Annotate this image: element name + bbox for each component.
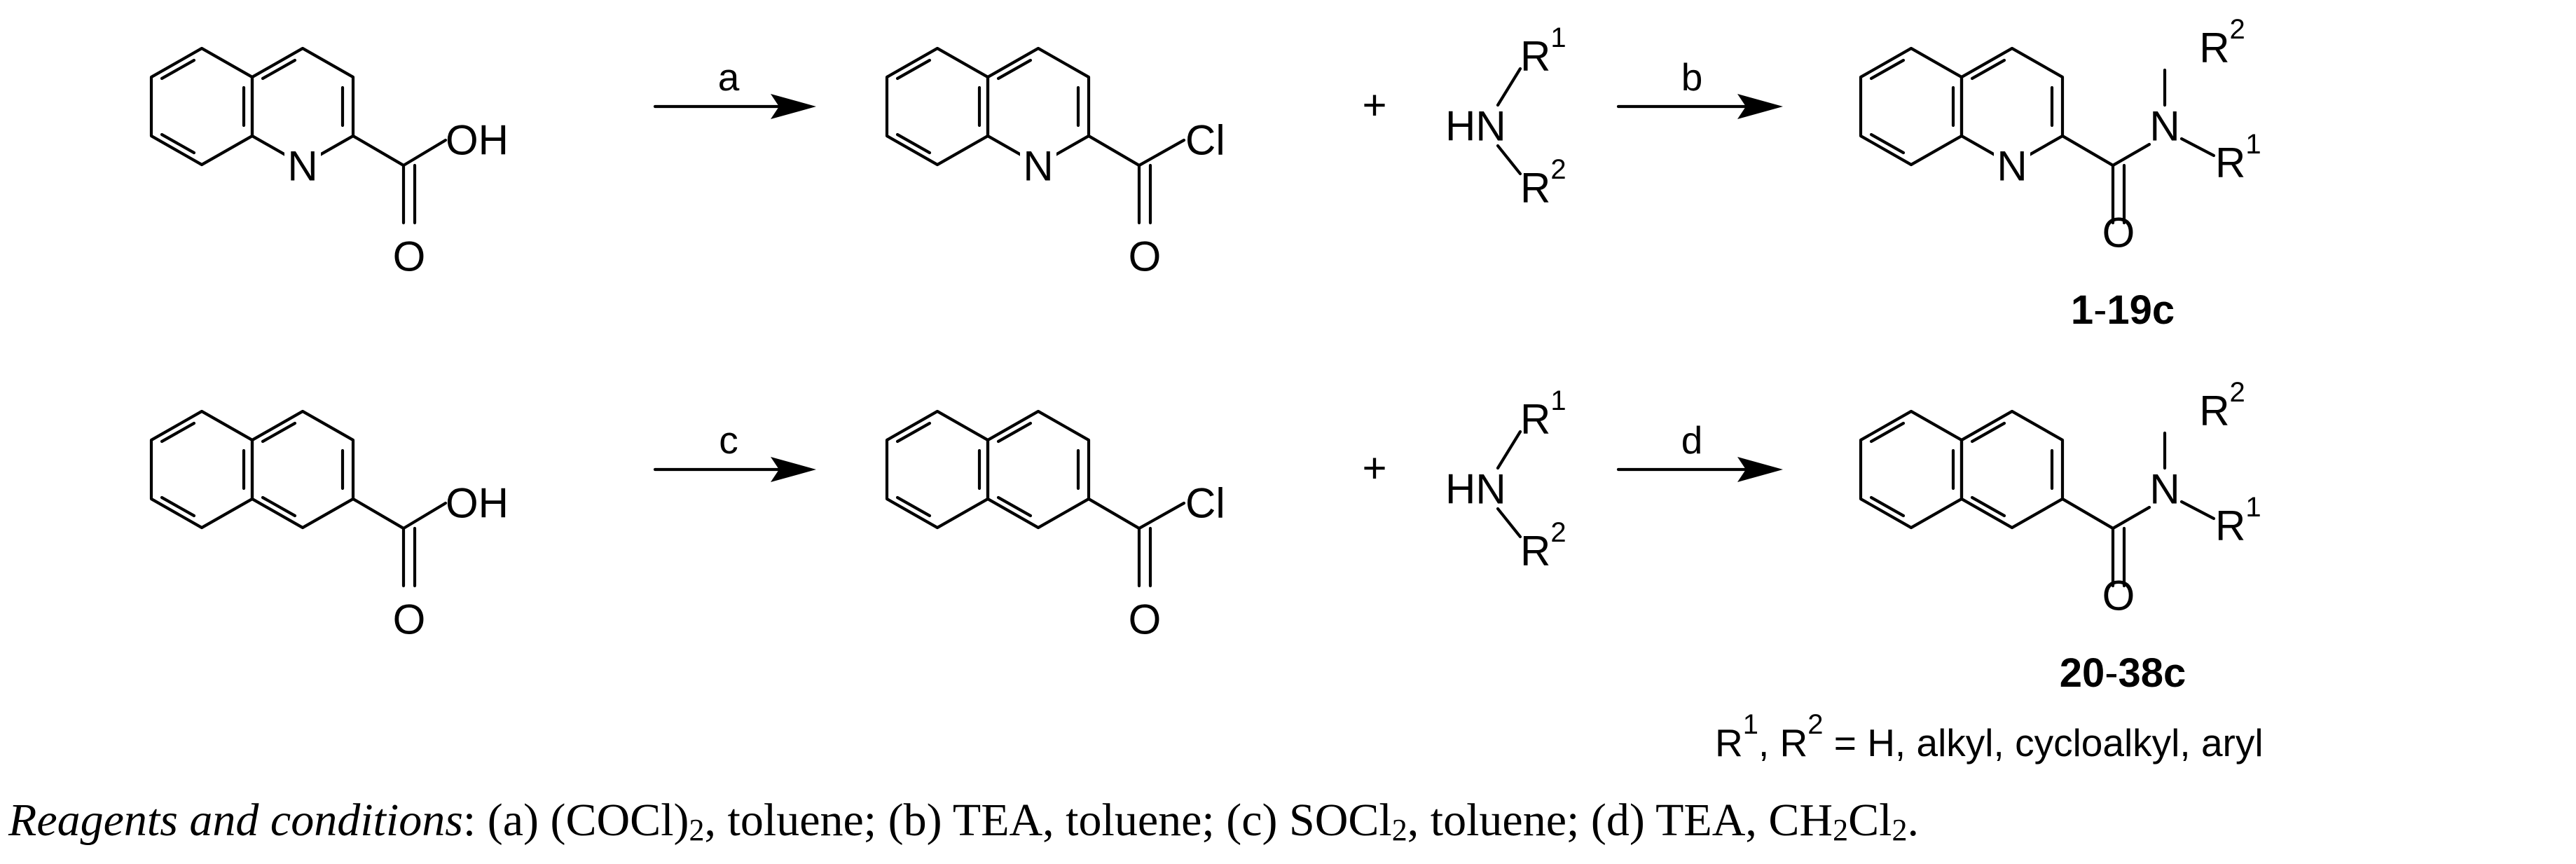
amine-hn-label: HN [1445, 103, 1506, 150]
arrow-label-b: b [1681, 55, 1703, 99]
r1-label: R1 [1520, 385, 1566, 443]
quinoline-ring: N [885, 46, 1091, 191]
arrow-label-c: c [719, 418, 738, 462]
compound-label-20-38c: 20-38c [2060, 650, 2186, 696]
quinoline-2-carbonyl-chloride: N Cl O [885, 46, 1225, 280]
naphthalene-ring [885, 409, 1091, 530]
carbonyl-oxygen: O [393, 596, 426, 643]
quinoline-ring: N [149, 46, 355, 191]
hydroxyl-label: OH [446, 480, 509, 527]
naphthalene-ring [1859, 409, 2065, 530]
r2-label: R2 [1520, 517, 1566, 575]
r2-label: R2 [2199, 377, 2245, 434]
r1-label: R1 [2215, 129, 2261, 186]
amine-reagent: HN R1 R2 [1445, 22, 1566, 212]
2-naphthoic-acid: OH O [149, 409, 509, 643]
amine-reagent: HN R1 R2 [1445, 385, 1566, 575]
r1-label: R1 [1520, 22, 1566, 80]
chlorine-label: Cl [1185, 480, 1225, 527]
quinoline-carboxamide-product: N O N R2 R1 [1859, 14, 2261, 256]
reagents-and-conditions-caption: Reagents and conditions: (a) (COCl)2, to… [8, 795, 1919, 847]
plus-sign: + [1362, 445, 1386, 492]
reaction-arrow-c: c [653, 418, 816, 482]
chlorine-label: Cl [1185, 117, 1225, 164]
arrow-label-d: d [1681, 418, 1703, 462]
compound-label-1-19c: 1-19c [2071, 287, 2175, 333]
carbonyl-oxygen: O [1129, 596, 1162, 643]
carbonyl-oxygen: O [1129, 233, 1162, 280]
amide-nitrogen: N [2149, 466, 2179, 513]
nitrogen-atom: N [1997, 143, 2027, 190]
quinoline-2-carboxylic-acid: N OH O [149, 46, 509, 280]
r2-label: R2 [1520, 154, 1566, 212]
reaction-arrow-b: b [1616, 55, 1783, 119]
r2-label: R2 [2199, 14, 2245, 71]
hydroxyl-label: OH [446, 117, 509, 164]
naphthalene-ring [149, 409, 355, 530]
nitrogen-atom: N [287, 143, 317, 190]
amine-hn-label: HN [1445, 466, 1506, 513]
reaction-arrow-d: d [1616, 418, 1783, 482]
naphthalene-carboxamide-product: O N R2 R1 [1859, 377, 2261, 619]
plus-sign: + [1362, 82, 1386, 129]
reaction-arrow-a: a [653, 55, 816, 119]
amide-nitrogen: N [2149, 103, 2179, 150]
2-naphthoyl-chloride: Cl O [885, 409, 1225, 643]
carbonyl-oxygen: O [2102, 572, 2135, 619]
carbonyl-oxygen: O [2102, 210, 2135, 256]
r1-label: R1 [2215, 492, 2261, 549]
carbonyl-oxygen: O [393, 233, 426, 280]
substituent-definition: R1, R2 = H, alkyl, cycloalkyl, aryl [1715, 709, 2264, 764]
arrow-label-a: a [718, 55, 740, 99]
quinoline-ring: N [1859, 46, 2065, 191]
nitrogen-atom: N [1023, 143, 1053, 190]
